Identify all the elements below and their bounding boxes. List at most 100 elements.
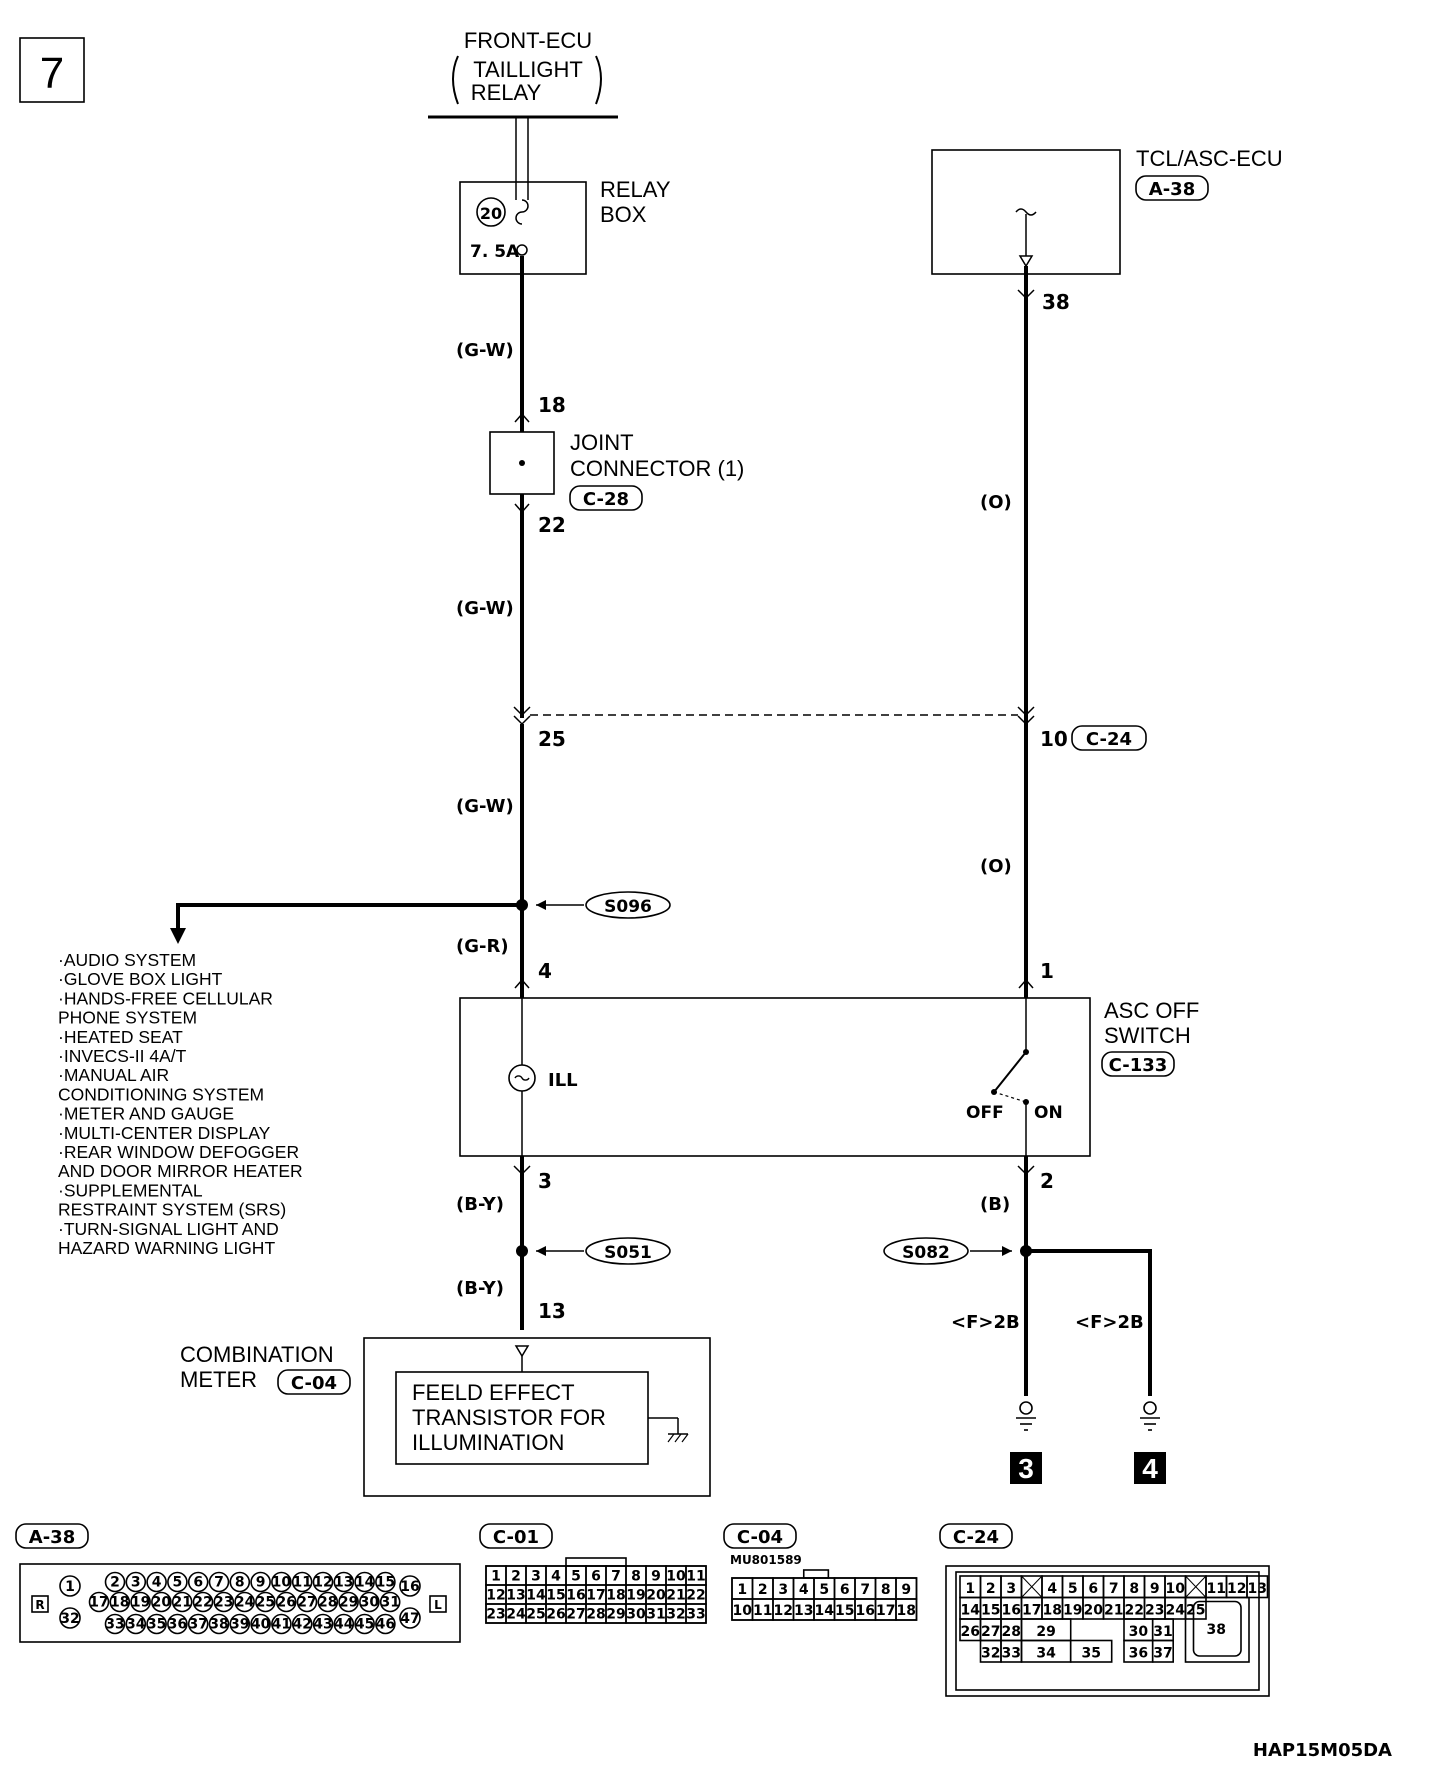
a38-pin: 5 (173, 1575, 183, 1591)
a38-pin: 38 (209, 1617, 228, 1633)
connector-label: A-38 (29, 1527, 75, 1548)
c24-pin: 8 (1129, 1581, 1139, 1597)
c01-pin: 14 (526, 1588, 546, 1604)
a38-pin: 40 (251, 1617, 271, 1633)
c24-pin: 21 (1104, 1603, 1123, 1619)
a38-pin: 31 (380, 1595, 399, 1611)
svg-text:A-38: A-38 (1149, 179, 1195, 200)
relay-box: 20 7. 5A RELAY BOX (459, 117, 671, 275)
c24-pin: 14 (961, 1603, 981, 1619)
svg-text:(B-Y): (B-Y) (456, 1194, 504, 1215)
a38-pin: 34 (126, 1617, 146, 1633)
a38-pin: 29 (339, 1595, 358, 1611)
svg-text:SWITCH: SWITCH (1104, 1023, 1191, 1048)
c04-pin: 17 (876, 1603, 895, 1619)
a38-pin: 45 (355, 1617, 374, 1633)
svg-text:3: 3 (538, 1169, 552, 1193)
a38-pin: 33 (105, 1617, 124, 1633)
c24-pin: 11 (1207, 1581, 1226, 1597)
a38-pin: 13 (334, 1575, 353, 1591)
svg-text:RELAY: RELAY (600, 177, 671, 202)
c01-pin: 3 (531, 1569, 541, 1585)
svg-text:TCL/ASC-ECU: TCL/ASC-ECU (1136, 146, 1283, 171)
system-list-item: ·MULTI-CENTER DISPLAY (58, 1123, 271, 1143)
system-list-item: ·MANUAL AIR (58, 1065, 169, 1085)
system-list-item: ·TURN-SIGNAL LIGHT AND (58, 1219, 279, 1239)
c01-pin: 19 (626, 1588, 645, 1604)
system-list-item: ·HANDS-FREE CELLULAR (58, 988, 273, 1008)
svg-text:COMBINATION: COMBINATION (180, 1342, 334, 1367)
svg-text:2: 2 (1040, 1169, 1054, 1193)
page-number: 7 (19, 37, 85, 103)
c24-pin: 19 (1063, 1603, 1082, 1619)
a38-pin: 8 (235, 1575, 245, 1591)
c04-part-no: MU801589 (730, 1553, 802, 1567)
a38-pin: 27 (297, 1595, 316, 1611)
svg-text:C-04: C-04 (291, 1373, 337, 1394)
c24-pin: 30 (1129, 1624, 1149, 1640)
svg-text:C-24: C-24 (1086, 729, 1132, 750)
system-list-item: ·AUDIO SYSTEM (58, 950, 196, 970)
c24-pin: 34 (1036, 1646, 1056, 1662)
joint-connector-labels: JOINT CONNECTOR (1) C-28 (569, 430, 744, 511)
c04-pin: 10 (733, 1603, 753, 1619)
system-list-item: RESTRAINT SYSTEM (SRS) (58, 1200, 286, 1220)
system-list: ·AUDIO SYSTEM·GLOVE BOX LIGHT·HANDS-FREE… (58, 950, 303, 1258)
svg-text:S051: S051 (604, 1243, 652, 1263)
c24-pin: 32 (981, 1646, 1000, 1662)
svg-text:TAILLIGHT: TAILLIGHT (473, 57, 583, 82)
c24-pin: 15 (981, 1603, 1000, 1619)
c24-pin: 24 (1166, 1603, 1186, 1619)
c24-pin: 1 (965, 1581, 975, 1597)
c24-pin: 9 (1150, 1581, 1160, 1597)
c01-pin: 21 (666, 1588, 685, 1604)
a38-pin: 6 (193, 1575, 203, 1591)
svg-text:38: 38 (1042, 290, 1070, 314)
c04-pin: 12 (774, 1603, 793, 1619)
tcl-asc-ecu: TCL/ASC-ECU A-38 38 (931, 146, 1283, 314)
svg-text:RELAY: RELAY (471, 80, 542, 105)
system-list-item: ·HEATED SEAT (58, 1027, 183, 1047)
a38-pin: 39 (230, 1617, 249, 1633)
a38-pin: 46 (376, 1617, 395, 1633)
svg-text:(G-W): (G-W) (456, 598, 514, 619)
svg-text:OFF: OFF (966, 1103, 1004, 1123)
svg-text:BOX: BOX (600, 202, 647, 227)
a38-pin: 25 (256, 1595, 275, 1611)
svg-text:(O): (O) (980, 492, 1012, 513)
c24-pin: 6 (1088, 1581, 1098, 1597)
c24-pin: 31 (1153, 1624, 1172, 1640)
ground-4: 4 (1134, 1401, 1166, 1484)
system-list-item: PHONE SYSTEM (58, 1008, 197, 1028)
c24-pin: 26 (961, 1624, 980, 1640)
svg-text:FRONT-ECU: FRONT-ECU (464, 28, 592, 53)
c01-pin: 16 (566, 1588, 585, 1604)
svg-text:(G-R): (G-R) (456, 936, 509, 957)
c01-pin: 7 (611, 1569, 621, 1585)
c04-pin: 14 (815, 1603, 835, 1619)
svg-text:25: 25 (538, 727, 566, 751)
a38-pin: 16 (400, 1579, 419, 1595)
a38-side-l: L (434, 1598, 442, 1612)
svg-text:7. 5A: 7. 5A (470, 242, 520, 262)
a38-pin: 2 (110, 1575, 120, 1591)
a38-pin: 23 (214, 1595, 233, 1611)
splice-s096: S096 (170, 891, 671, 944)
svg-text:(B): (B) (980, 1194, 1010, 1215)
svg-text:METER: METER (180, 1367, 257, 1392)
svg-text:(G-W): (G-W) (456, 796, 514, 817)
c04-pin: 1 (737, 1582, 747, 1598)
a38-pin: 35 (147, 1617, 166, 1633)
c24-pin: 33 (1002, 1646, 1021, 1662)
svg-text:FEELD EFFECT: FEELD EFFECT (412, 1380, 575, 1405)
c04-pin: 15 (835, 1603, 854, 1619)
left-wire: (G-W) 18 22 (G-W) 25 (G-W) (G-R) 4 (456, 256, 566, 998)
system-list-item: AND DOOR MIRROR HEATER (58, 1161, 303, 1181)
c01-pin: 10 (666, 1569, 686, 1585)
c01-pin: 31 (646, 1607, 665, 1623)
connector-label: C-01 (493, 1527, 539, 1548)
